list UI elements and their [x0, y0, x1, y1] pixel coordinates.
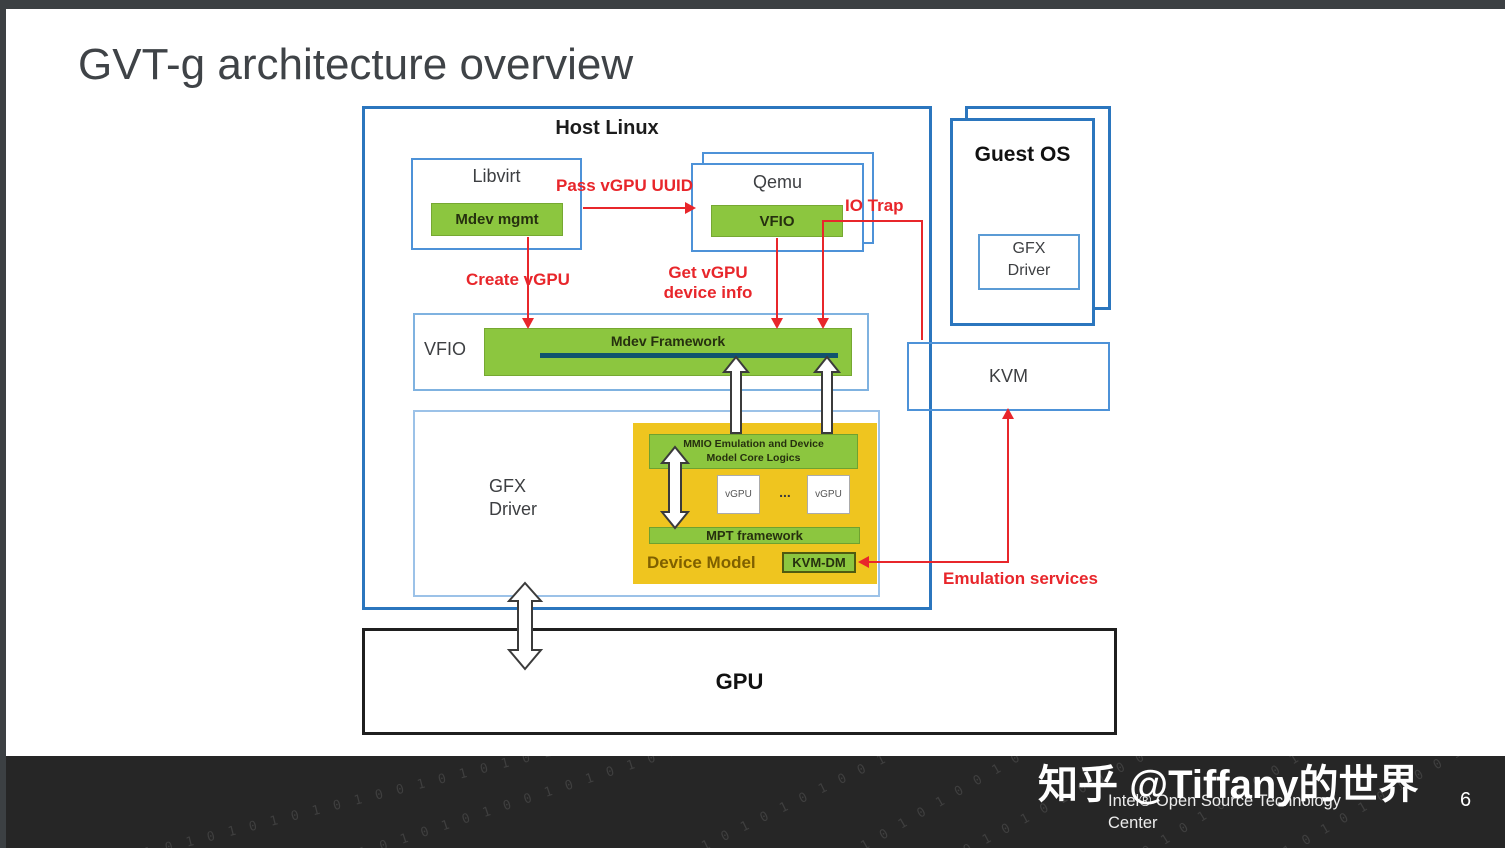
device-model-label: Device Model: [647, 553, 756, 572]
top-chrome-bar: [0, 0, 1505, 9]
guest-gfx-driver-box: [978, 234, 1080, 290]
binary-pattern-strand: 0 1 0 1 0 0 1 0 1 0 1 0 1 0 1 0 1 0 0 1 …: [16, 756, 556, 848]
guest-gfx-driver-label: GFX Driver: [1007, 240, 1051, 279]
gpu-box: [362, 628, 1117, 735]
libvirt-label: Libvirt: [472, 166, 521, 186]
qemu-vfio-box: VFIO: [711, 205, 843, 237]
host-linux-label: Host Linux: [555, 117, 659, 139]
qemu-label: Qemu: [752, 172, 803, 192]
io-trap-label: IO Trap: [845, 196, 904, 215]
left-chrome-strip: [0, 0, 6, 848]
guest-os-box: [950, 118, 1095, 326]
get-vgpu-device-info-label: Get vGPU device info: [663, 263, 753, 302]
pass-vgpu-uuid-label: Pass vGPU UUID: [556, 176, 693, 195]
footer: 0 1 0 1 0 0 1 0 1 0 1 0 1 0 1 0 1 0 0 1 …: [0, 756, 1505, 848]
page-title: GVT-g architecture overview: [78, 40, 634, 89]
mmio-emulation-box: MMIO Emulation and Device Model Core Log…: [649, 434, 858, 469]
guest-os-label: Guest OS: [974, 143, 1071, 166]
create-vgpu-label: Create vGPU: [466, 270, 570, 289]
footer-credit: Intel® Open Source Technology Center: [1108, 792, 1341, 832]
vgpu-box-2: vGPU: [807, 475, 850, 514]
host-linux-box: [362, 106, 932, 610]
gpu-label: GPU: [715, 668, 764, 694]
mdev-framework-bus-line: [540, 353, 838, 358]
mdev-framework-box: Mdev Framework: [484, 328, 852, 376]
mpt-framework-box: MPT framework: [649, 527, 860, 544]
kvm-dm-box: KVM-DM: [782, 552, 856, 573]
mdev-framework-label: Mdev Framework: [610, 333, 726, 349]
emulation-services-label: Emulation services: [943, 569, 1098, 588]
vfio-label: VFIO: [424, 339, 467, 359]
page-number: 6: [1460, 789, 1472, 811]
kvm-label: KVM: [988, 366, 1028, 386]
vgpu-box-1: vGPU: [717, 475, 760, 514]
gfx-driver-host-label: GFX Driver: [489, 476, 537, 519]
vgpu-ellipsis: ...: [779, 484, 791, 500]
watermark: 知乎 @Tiffany的世界: [1038, 763, 1419, 807]
mdev-mgmt-box: Mdev mgmt: [431, 203, 563, 236]
